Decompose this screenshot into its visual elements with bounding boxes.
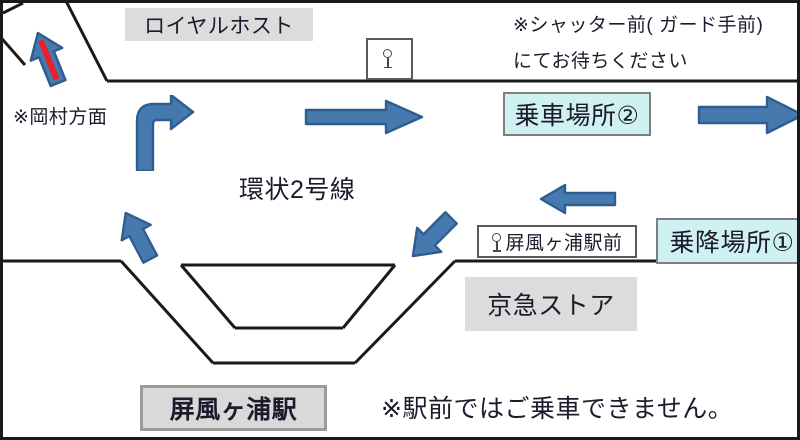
label-boarding-area-1: 乗降場所① <box>656 218 797 264</box>
note-shutter-front-line2: にてお待ちください <box>513 45 783 73</box>
note-shutter-front-line1: ※シャッター前( ガード手前) <box>513 9 783 37</box>
note-no-boarding-at-station-front: ※駅前ではご乗車できません。 <box>381 387 781 427</box>
label-station-name: 屏風ヶ浦駅 <box>140 385 327 431</box>
note-shutter-front-line1-text: ※シャッター前( ガード手前) <box>513 14 764 36</box>
note-shutter-front-line2-text: にてお待ちください <box>513 50 688 72</box>
label-station-front-stop: 屏風ヶ浦駅前 <box>477 225 637 258</box>
arrow-down-left-lower <box>411 211 458 258</box>
arrow-right-mid-upper <box>304 99 424 135</box>
label-boarding-area-1-text: 乗降場所① <box>669 229 795 257</box>
label-keikyu-store: 京急ストア <box>465 277 637 331</box>
label-route-name: 環状2号線 <box>239 171 399 205</box>
label-royal-host: ロイヤルホスト <box>125 8 313 41</box>
label-station-name-text: 屏風ヶ浦駅 <box>169 396 298 424</box>
label-royal-host-text: ロイヤルホスト <box>144 14 294 38</box>
arrow-left-toward-area1 <box>539 183 617 215</box>
label-okamura-direction-text: ※岡村方面 <box>13 106 108 128</box>
arrow-up-left-okamura <box>29 31 67 88</box>
label-okamura-direction: ※岡村方面 <box>13 101 148 129</box>
arrow-right-top-edge <box>697 95 797 135</box>
label-keikyu-store-text: 京急ストア <box>487 292 615 320</box>
label-route-name-text: 環状2号線 <box>239 176 356 204</box>
bus-stop-sign-icon <box>366 38 413 80</box>
label-boarding-area-2-text: 乗車場所② <box>514 102 640 130</box>
label-station-front-stop-text: 屏風ヶ浦駅前 <box>505 233 623 254</box>
bus-stop-pole-icon-small <box>491 232 502 252</box>
bus-stop-pole-icon <box>382 49 394 69</box>
arrow-up-left-lower <box>120 211 159 264</box>
note-no-boarding-at-station-front-text: ※駅前ではご乗車できません。 <box>381 395 734 423</box>
arrow-elbow-up-right <box>135 95 195 171</box>
label-boarding-area-2: 乗車場所② <box>503 92 651 136</box>
